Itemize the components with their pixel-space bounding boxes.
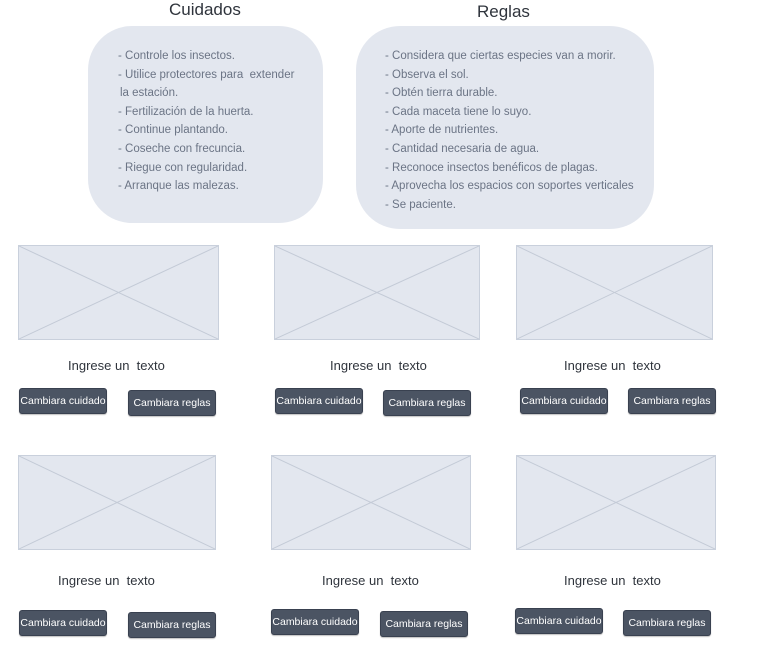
change-cuidado-button[interactable]: Cambiara cuidado [19,610,107,636]
change-cuidado-button[interactable]: Cambiara cuidado [19,388,107,414]
cuidados-panel: - Controle los insectos. - Utilice prote… [88,26,323,223]
cuidados-title: Cuidados [169,0,241,19]
image-placeholder [18,455,216,550]
change-cuidado-button[interactable]: Cambiara cuidado [515,608,603,634]
card-caption: Ingrese un texto [564,573,661,588]
change-reglas-button[interactable]: Cambiara reglas [383,390,471,416]
cuidados-item: - Coseche con frecuncia. [118,142,246,155]
image-placeholder [516,455,716,550]
image-placeholder [18,245,219,340]
reglas-item: - Reconoce insectos benéficos de plagas. [385,161,598,174]
cuidados-list: - Controle los insectos. - Utilice prote… [118,47,323,196]
reglas-item: - Observa el sol. [385,68,469,81]
change-cuidado-button[interactable]: Cambiara cuidado [275,388,363,414]
card-caption: Ingrese un texto [58,573,155,588]
reglas-item: - Cada maceta tiene lo suyo. [385,105,532,118]
card-caption: Ingrese un texto [564,358,661,373]
reglas-item: - Se paciente. [385,198,456,211]
reglas-item: - Aprovecha los espacios con soportes ve… [385,180,634,193]
change-cuidado-button[interactable]: Cambiara cuidado [271,609,359,635]
image-placeholder [274,245,480,340]
reglas-item: - Considera que ciertas especies van a m… [385,50,616,62]
image-placeholder [516,245,713,340]
reglas-item: - Aporte de nutrientes. [385,124,499,137]
card-caption: Ingrese un texto [330,358,427,373]
change-reglas-button[interactable]: Cambiara reglas [380,611,468,637]
change-reglas-button[interactable]: Cambiara reglas [628,388,716,414]
card-caption: Ingrese un texto [68,358,165,373]
image-placeholder [271,455,471,550]
cuidados-item: - Fertilización de la huerta. [118,105,254,118]
cuidados-item: - Controle los insectos. [118,50,235,62]
change-reglas-button[interactable]: Cambiara reglas [128,390,216,416]
reglas-title: Reglas [477,2,530,21]
cuidados-item: - Riegue con regularidad. [118,161,248,174]
cuidados-item: - Arranque las malezas. [118,180,239,193]
change-reglas-button[interactable]: Cambiara reglas [623,610,711,636]
reglas-item: - Obtén tierra durable. [385,87,498,100]
card-caption: Ingrese un texto [322,573,419,588]
change-cuidado-button[interactable]: Cambiara cuidado [520,388,608,414]
reglas-item: - Cantidad necesaria de agua. [385,142,540,155]
cuidados-item: la estación. [120,87,179,100]
cuidados-item: - Continue plantando. [118,124,228,137]
change-reglas-button[interactable]: Cambiara reglas [128,612,216,638]
cuidados-item: - Utilice protectores para extender [118,68,295,81]
reglas-panel: - Considera que ciertas especies van a m… [356,26,654,229]
reglas-list: - Considera que ciertas especies van a m… [385,47,654,214]
